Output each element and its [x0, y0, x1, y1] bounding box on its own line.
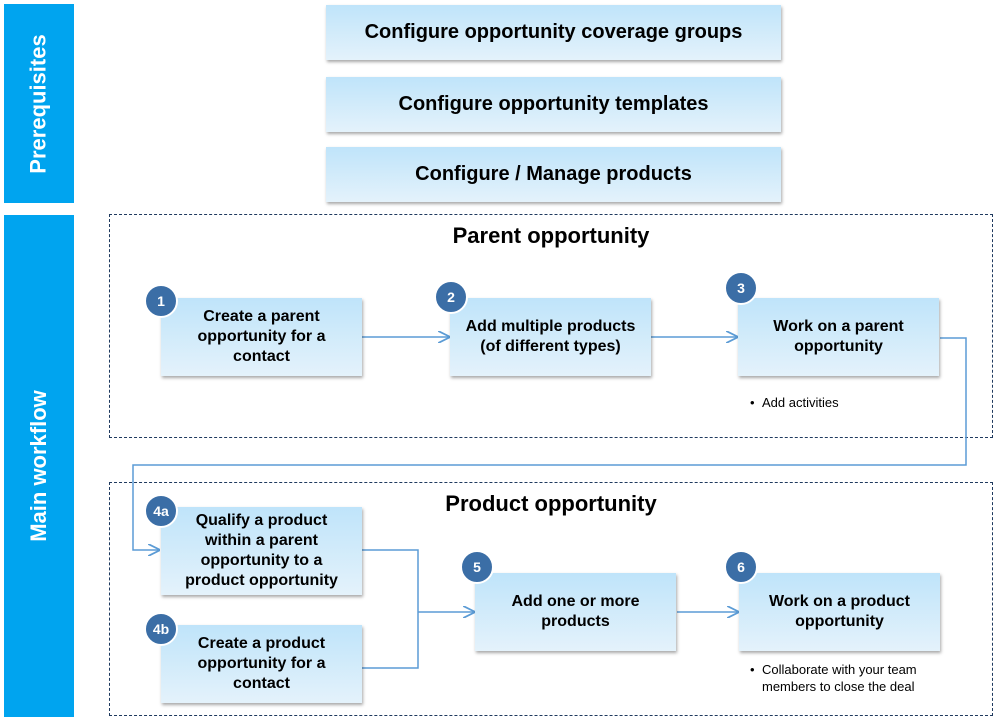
prereq-opportunity-templates: Configure opportunity templates	[326, 77, 781, 132]
parent-note: • Add activities	[750, 394, 962, 411]
step-4a-badge: 4a	[144, 494, 178, 528]
parent-panel-title: Parent opportunity	[452, 223, 650, 248]
product-note: • Collaborate with your team members to …	[750, 661, 927, 695]
product-note-text: Collaborate with your team members to cl…	[762, 662, 917, 694]
step-5-badge: 5	[460, 550, 494, 584]
step-3-badge: 3	[724, 271, 758, 305]
step-4b-badge: 4b	[144, 612, 178, 646]
step-6-badge: 6	[724, 550, 758, 584]
bullet-icon: •	[750, 662, 755, 677]
parent-note-text: Add activities	[762, 395, 839, 410]
arrow-3-to-4a	[132, 337, 967, 550]
step-4a-qualify-product: Qualify a product within a parent opport…	[161, 507, 362, 595]
prerequisites-band: Prerequisites	[4, 4, 74, 203]
main-workflow-band: Main workflow	[4, 215, 74, 717]
prereq-manage-products: Configure / Manage products	[326, 147, 781, 202]
bullet-icon: •	[750, 395, 755, 410]
step-1-badge: 1	[144, 284, 178, 318]
parent-opportunity-panel: Parent opportunity	[109, 214, 993, 438]
step-1-create-parent-opportunity: Create a parent opportunity for a contac…	[161, 298, 362, 376]
step-6-work-on-product-opportunity: Work on a product opportunity	[739, 573, 940, 651]
step-4b-create-product-opportunity: Create a product opportunity for a conta…	[161, 625, 362, 703]
step-3-work-on-parent-opportunity: Work on a parent opportunity	[738, 298, 939, 376]
step-2-badge: 2	[434, 280, 468, 314]
step-2-add-multiple-products: Add multiple products (of different type…	[450, 298, 651, 376]
product-panel-title: Product opportunity	[445, 491, 657, 516]
product-opportunity-panel: Product opportunity	[109, 482, 993, 716]
prereq-coverage-groups: Configure opportunity coverage groups	[326, 5, 781, 60]
connector-4a	[362, 549, 419, 612]
step-5-add-products: Add one or more products	[475, 573, 676, 651]
connector-4b	[362, 612, 419, 669]
